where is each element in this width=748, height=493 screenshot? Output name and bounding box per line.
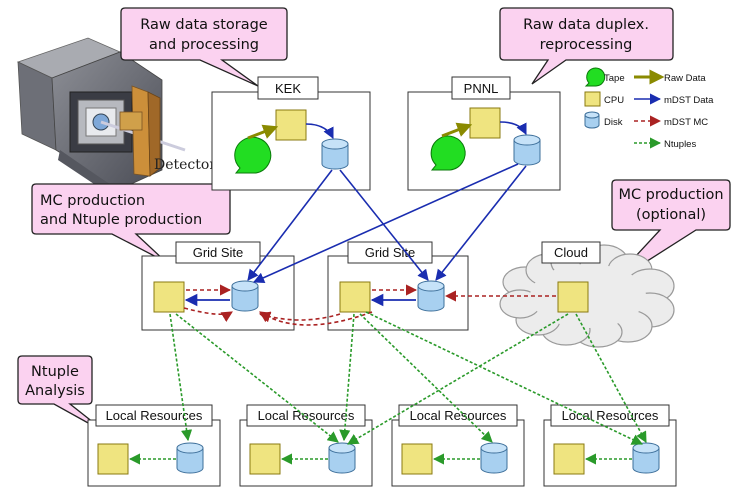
raw-data-arrow [247, 124, 279, 140]
legend-ntuples-label: Ntuples [664, 139, 696, 150]
mdst-data-arrow [305, 123, 334, 140]
callout-mc-grid-line1: MC production [40, 193, 145, 209]
legend-cpu: CPU [584, 91, 624, 107]
callout-kek-line1: Raw data storage [140, 17, 268, 33]
ntuples-arrow [575, 313, 647, 443]
callout-mc-cloud-line2: (optional) [636, 207, 706, 223]
legend-raw: Raw Data [634, 69, 706, 85]
disk-icon [632, 442, 660, 474]
callout-mc-grid-line2: and Ntuple production [40, 212, 202, 228]
raw-data-arrow [441, 122, 473, 138]
mdst-mc-arrow [183, 307, 233, 322]
disk-icon [328, 442, 356, 474]
legend-tape: Tape [584, 67, 625, 87]
detector-label: Detector [154, 157, 216, 173]
cpu-icon [275, 109, 307, 141]
mdst-data-arrow [435, 165, 527, 281]
cpu-icon [97, 443, 129, 475]
legend-disk-label: Disk [604, 117, 623, 128]
ntuples-arrow [339, 313, 355, 442]
legend-tape-label: Tape [604, 73, 625, 84]
ntuples-arrow [359, 313, 493, 443]
mdst-data-arrow [499, 121, 527, 136]
legend-raw-label: Raw Data [664, 73, 706, 84]
legend-mdst-mc: mDST MC [634, 115, 708, 128]
cpu-icon [153, 281, 185, 313]
site-local-2-title: Local Resources [258, 408, 355, 423]
callout-ntuple: Ntuple Analysis [17, 355, 109, 435]
site-local-3-title: Local Resources [410, 408, 507, 423]
site-grid-2-title: Grid Site [365, 245, 416, 260]
site-kek-title: KEK [275, 81, 301, 96]
detector-illustration [16, 37, 186, 200]
site-pnnl-title: PNNL [464, 81, 499, 96]
ntuples-arrow [347, 313, 569, 445]
callout-mc-grid: MC production and Ntuple production [31, 183, 231, 263]
mdst-data-arrow [252, 163, 519, 283]
cpu-icon [557, 281, 589, 313]
mdst-data-arrow [247, 169, 333, 281]
cpu-icon [401, 443, 433, 475]
tape-icon [234, 136, 272, 174]
disk-icon [417, 280, 445, 312]
cpu-icon [469, 107, 501, 139]
legend-cpu-label: CPU [604, 95, 624, 106]
callout-pnnl-line2: reprocessing [540, 37, 633, 53]
cpu-icon [584, 91, 601, 107]
callout-ntuple-line1: Ntuple [31, 364, 79, 380]
disk-icon [513, 134, 541, 166]
disk-icon [176, 442, 204, 474]
legend-ntuples: Ntuples [634, 137, 696, 150]
ntuples-arrow [365, 311, 644, 445]
legend-mdst-mc-label: mDST MC [664, 117, 708, 128]
mdst-data-arrow [339, 169, 429, 281]
callout-ntuple-line2: Analysis [25, 383, 85, 399]
disk-icon [584, 115, 600, 129]
site-cloud: Cloud [541, 241, 601, 264]
legend-mdst-data: mDST Data [634, 93, 714, 106]
disk-icon [231, 280, 259, 312]
legend-disk: Disk [584, 111, 623, 129]
disk-icon [321, 138, 349, 170]
legend-mdst-data-label: mDST Data [664, 95, 714, 106]
cpu-icon [339, 281, 371, 313]
mdst-mc-arrow [258, 311, 341, 323]
site-cloud-title: Cloud [554, 245, 588, 260]
callout-mc-cloud-line1: MC production [618, 187, 723, 203]
ntuples-arrow [169, 313, 193, 442]
cpu-icon [249, 443, 281, 475]
site-grid-1-title: Grid Site [193, 245, 244, 260]
tape-icon [584, 67, 606, 87]
callout-kek-line2: and processing [149, 37, 259, 53]
site-local-4-title: Local Resources [562, 408, 659, 423]
legend: Tape CPU Disk Raw Data mDST Data mDST MC… [584, 67, 714, 150]
site-local-1-title: Local Resources [106, 408, 203, 423]
callout-pnnl-line1: Raw data duplex. [523, 17, 649, 33]
cpu-icon [553, 443, 585, 475]
tape-icon [430, 135, 466, 171]
callout-pnnl: Raw data duplex. reprocessing [499, 7, 674, 85]
disk-icon [480, 442, 508, 474]
callout-kek: Raw data storage and processing [120, 7, 288, 87]
ntuples-arrow [175, 313, 339, 443]
